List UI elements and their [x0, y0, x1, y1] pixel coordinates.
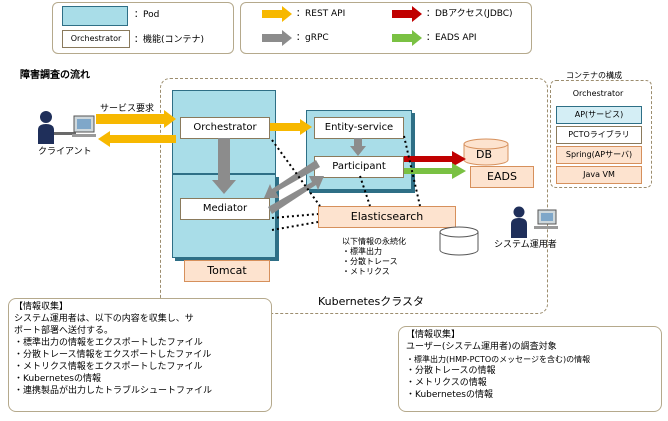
trace-line [271, 221, 319, 231]
trace-line [271, 139, 321, 207]
legend-grpc-label: ：gRPC [296, 33, 329, 43]
grpc-participant-mediator-arrow [264, 160, 320, 198]
grpc-entity-participant-arrow [350, 138, 366, 156]
grpc-mediator-participant-arrow [268, 176, 324, 214]
rest-orchestrator-entity-arrow [270, 119, 312, 135]
db-access-arrow [404, 151, 466, 167]
legend-arrows [262, 6, 422, 46]
client-person-icon [38, 111, 96, 144]
stack-layer-jvm: Java VM [556, 166, 642, 184]
stack-layer-spring: Spring(APサーバ) [556, 146, 642, 164]
eads-api-arrow [404, 163, 466, 179]
info-left-line: ・標準出力の情報をエクスポートしたファイル [14, 338, 203, 348]
eads-box: EADS [470, 166, 534, 188]
persist-item: ・分散トレース [342, 257, 398, 266]
legend-pod-swatch [62, 6, 128, 26]
stack-layer-pcto: PCTOライブラリ [556, 126, 642, 144]
operator-label: システム運用者 [494, 240, 557, 250]
trace-line [359, 175, 371, 207]
info-right-line: ・Kubernetesの情報 [406, 390, 493, 400]
diagram-title: 障害調査の流れ [20, 70, 90, 81]
cluster-label: Kubernetesクラスタ [318, 295, 425, 308]
info-left-line: システム運用者は、以下の内容を収集し、サ [14, 314, 194, 324]
info-right-line: ・標準出力(HMP-PCTOのメッセージを含む)の情報 [406, 355, 591, 364]
legend-eads-arrow [392, 30, 422, 46]
legend-eads-label: ：EADS API [426, 33, 477, 43]
info-box-left [8, 298, 272, 412]
info-left-line: ・Kubernetesの情報 [14, 374, 101, 384]
legend-db-arrow [392, 6, 422, 22]
info-left-line: ・メトリクス情報をエクスポートしたファイル [14, 362, 203, 372]
tomcat-box: Tomcat [184, 260, 270, 282]
legend-function-label: ：機能(コンテナ) [134, 35, 205, 45]
stack-layer-ap: AP(サービス) [556, 106, 642, 124]
service-request-label: サービス要求 [100, 104, 155, 114]
info-left-line: ・連携製品が出力したトラブルシュートファイル [14, 386, 213, 396]
operator-person-icon [511, 206, 558, 238]
legend-orchestrator-box: Orchestrator [62, 30, 130, 48]
trace-line [271, 213, 319, 219]
info-right-line: ユーザー(システム運用者)の調査対象 [406, 342, 557, 352]
participant-box: Participant [314, 156, 404, 178]
service-request-arrow [96, 110, 176, 128]
legend-box-right [240, 2, 532, 54]
container-stack-frame [550, 80, 652, 188]
db-label: DB [476, 148, 493, 161]
info-right-heading: 【情報収集】 [406, 330, 461, 340]
storage-cylinder-icon [439, 226, 479, 256]
grpc-orchestrator-mediator-arrow [212, 138, 236, 194]
info-right-line: ・メトリクスの情報 [406, 378, 487, 388]
info-box-right [398, 326, 662, 412]
legend-grpc-arrow [262, 30, 292, 46]
stack-layer-orchestrator: Orchestrator [556, 86, 640, 102]
trace-line [403, 135, 421, 207]
legend-pod-label: ：Pod [134, 10, 160, 20]
info-left-line: ・分散トレース情報をエクスポートしたファイル [14, 350, 212, 360]
legend-rest-arrow [262, 6, 292, 22]
legend-rest-label: ：REST API [296, 9, 346, 19]
container-stack-title: コンテナの構成 [566, 71, 622, 80]
persist-item: ・標準出力 [342, 247, 382, 256]
info-left-line: ポート部署へ送付する。 [14, 326, 114, 336]
db-cylinder-icon [463, 138, 509, 166]
info-left-heading: 【情報収集】 [14, 302, 69, 312]
persist-heading: 以下情報の永続化 [342, 237, 406, 246]
client-label: クライアント [38, 147, 92, 157]
response-arrow [98, 131, 176, 147]
legend-db-label: ：DBアクセス(JDBC) [426, 9, 513, 19]
info-right-line: ・分散トレースの情報 [406, 366, 496, 376]
elasticsearch-box: Elasticsearch [318, 206, 456, 228]
kubernetes-cluster-boundary [160, 78, 548, 314]
persist-item: ・メトリクス [342, 267, 390, 276]
